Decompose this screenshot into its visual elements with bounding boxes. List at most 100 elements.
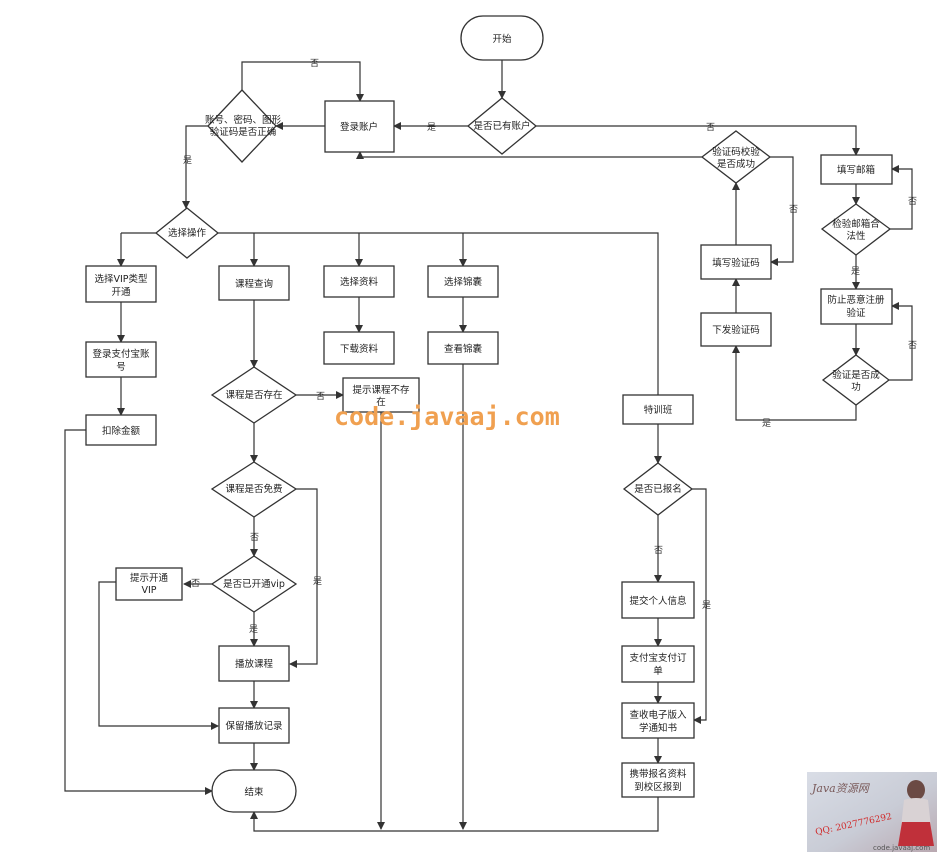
- corner-stamp: Java资源网 QQ: 2027776292 code.javaaj.com: [807, 772, 937, 852]
- svg-text:是否成功: 是否成功: [717, 158, 755, 170]
- svg-text:验证码校验: 验证码校验: [712, 146, 760, 158]
- node-start: 开始: [460, 15, 544, 61]
- edge-verify-success-yes-to-send: [732, 345, 857, 421]
- svg-text:开始: 开始: [492, 33, 512, 45]
- label-registered-yes: 是: [702, 600, 711, 611]
- svg-text:填写邮箱: 填写邮箱: [837, 164, 875, 176]
- svg-text:保留播放记录: 保留播放记录: [225, 720, 283, 732]
- svg-text:检验邮箱合: 检验邮箱合: [832, 218, 880, 230]
- node-play-course: 播放课程: [218, 645, 290, 682]
- svg-text:登录支付宝账: 登录支付宝账: [92, 348, 150, 360]
- node-check-notice: 查收电子版入 学通知书: [621, 702, 695, 739]
- node-has-account: 是否已有账户: [466, 97, 538, 155]
- edge-has-account-to-fill-email: [536, 125, 860, 156]
- label-check-email-no: 否: [908, 196, 917, 207]
- label-vip-opened-yes: 是: [249, 624, 258, 635]
- svg-text:功: 功: [851, 382, 861, 393]
- node-choose-vip: 选择VIP类型 开通: [85, 265, 157, 303]
- node-registered: 是否已报名: [622, 462, 694, 516]
- edge-free-yes-to-play: [289, 488, 318, 668]
- node-verify-success: 验证是否成 功: [821, 354, 891, 406]
- svg-text:结束: 结束: [244, 786, 264, 798]
- edge-deduct-to-end: [64, 429, 213, 795]
- svg-text:防止恶意注册: 防止恶意注册: [827, 294, 885, 306]
- svg-text:登录账户: 登录账户: [340, 121, 378, 133]
- edge-code-yes-to-login: [356, 151, 703, 159]
- node-choose-material: 选择资料: [323, 265, 395, 298]
- svg-text:下发验证码: 下发验证码: [712, 324, 760, 336]
- svg-text:播放课程: 播放课程: [235, 658, 274, 670]
- svg-text:扣除金额: 扣除金额: [102, 425, 141, 437]
- svg-text:账号、密码、图形: 账号、密码、图形: [205, 114, 282, 126]
- svg-text:选择操作: 选择操作: [168, 227, 207, 239]
- svg-text:是否已有账户: 是否已有账户: [473, 120, 530, 132]
- node-save-record: 保留播放记录: [218, 707, 290, 744]
- svg-text:查看锦囊: 查看锦囊: [444, 343, 483, 355]
- node-course-free: 课程是否免费: [210, 461, 298, 518]
- svg-text:验证: 验证: [846, 307, 866, 319]
- node-alipay-order: 支付宝支付订 单: [621, 645, 695, 683]
- label-exists-no: 否: [316, 391, 325, 402]
- svg-text:在: 在: [376, 396, 386, 408]
- label-free-no: 否: [250, 532, 259, 543]
- svg-text:课程是否存在: 课程是否存在: [225, 389, 282, 401]
- node-training: 特训班: [622, 394, 694, 425]
- svg-text:课程查询: 课程查询: [235, 278, 273, 290]
- svg-text:选择VIP类型: 选择VIP类型: [94, 273, 148, 285]
- label-registered-no: 否: [654, 545, 663, 556]
- svg-text:验证码是否正确: 验证码是否正确: [210, 126, 277, 138]
- node-bring-docs: 携带报名资料 到校区报到: [621, 762, 695, 798]
- svg-text:提交个人信息: 提交个人信息: [629, 595, 686, 607]
- node-deduct: 扣除金额: [85, 414, 157, 446]
- svg-text:课程是否免费: 课程是否免费: [225, 483, 282, 495]
- node-course-query: 课程查询: [218, 265, 290, 301]
- label-vip-opened-no: 否: [191, 578, 200, 589]
- stamp-figure-icon: [898, 780, 934, 846]
- node-end: 结束: [211, 769, 297, 813]
- edge-verify-success-no-loop: [889, 302, 913, 381]
- stamp-site: code.javaaj.com: [873, 844, 930, 852]
- svg-text:是否已开通vip: 是否已开通vip: [223, 579, 285, 590]
- node-code-success: 验证码校验 是否成功: [700, 130, 772, 184]
- node-download-material: 下载资料: [323, 331, 395, 365]
- node-choose-action: 选择操作: [154, 207, 220, 259]
- edge-verify-yes-to-choose: [182, 125, 208, 209]
- edge-code-no-loop: [770, 156, 794, 266]
- svg-text:下载资料: 下载资料: [340, 343, 379, 355]
- node-course-exists: 课程是否存在: [210, 366, 298, 424]
- svg-text:提示课程不存: 提示课程不存: [352, 384, 410, 396]
- edge-prompt-vip-to-save: [98, 581, 219, 730]
- svg-text:到校区报到: 到校区报到: [634, 781, 682, 793]
- label-code-no: 否: [789, 204, 798, 215]
- node-fill-email: 填写邮箱: [820, 154, 893, 185]
- svg-text:选择锦囊: 选择锦囊: [444, 276, 483, 288]
- label-has-account-no: 否: [706, 122, 715, 133]
- node-fill-code: 填写验证码: [700, 244, 772, 280]
- svg-text:支付宝支付订: 支付宝支付订: [629, 652, 687, 664]
- nodes: 开始 是否已有账户 登录账户 账号、密码、图形 验证码是否正确 选择操作 选择V…: [85, 15, 893, 813]
- label-free-yes: 是: [313, 576, 322, 587]
- label-verify-no: 否: [310, 58, 319, 69]
- label-verify-success-no: 否: [908, 340, 917, 351]
- node-vip-opened: 是否已开通vip: [210, 555, 298, 613]
- svg-text:填写验证码: 填写验证码: [712, 257, 760, 269]
- label-has-account-yes: 是: [427, 122, 436, 133]
- node-verify-credentials: 账号、密码、图形 验证码是否正确: [205, 89, 282, 163]
- svg-text:VIP: VIP: [141, 585, 156, 596]
- edge-verify-no-to-login: [241, 61, 364, 102]
- edge-registered-yes-to-notice: [692, 488, 707, 724]
- node-submit-info: 提交个人信息: [621, 581, 695, 619]
- node-check-email: 检验邮箱合 法性: [820, 203, 892, 256]
- svg-text:携带报名资料: 携带报名资料: [629, 768, 687, 780]
- edges: [64, 60, 913, 832]
- node-send-code: 下发验证码: [700, 312, 772, 347]
- svg-text:验证是否成: 验证是否成: [832, 369, 880, 381]
- edge-labels: 否 是 否 是 否 是 否 否 是 否 是 否 是 否 是 否: [183, 58, 917, 635]
- svg-text:号: 号: [116, 362, 126, 373]
- node-login: 登录账户: [324, 100, 395, 153]
- node-view-tips: 查看锦囊: [427, 331, 499, 365]
- watermark-text: code.javaaj.com: [334, 402, 560, 431]
- edge-bring-to-end: [250, 797, 659, 832]
